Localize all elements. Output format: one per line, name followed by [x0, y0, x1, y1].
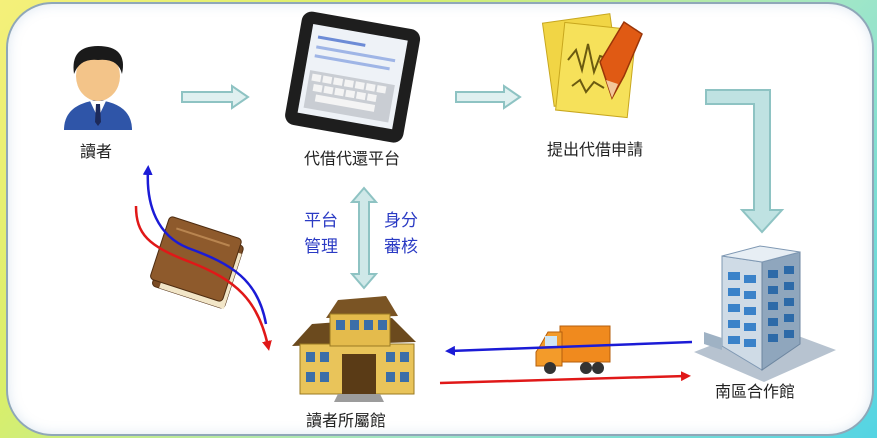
home-library-building-icon [292, 296, 416, 402]
flow-arrow-platform-to-apply [455, 84, 522, 110]
reader-person-icon [64, 46, 132, 130]
delivery-truck-icon [535, 325, 611, 374]
platform-management-label: 平台 管理 [304, 208, 338, 260]
return-to-reader-blue-arrow [142, 165, 268, 325]
identity-verification-line2: 審核 [384, 237, 418, 257]
platform-management-line1: 平台 [304, 211, 338, 231]
home-library-label: 讀者所屬館 [306, 411, 387, 430]
platform-management-line2: 管理 [304, 237, 338, 257]
south-library-label: 南區合作館 [715, 382, 796, 401]
apply-label: 提出代借申請 [547, 140, 644, 159]
reader-label: 讀者 [80, 142, 113, 161]
home-to-south-red-arrow [439, 371, 691, 385]
flow-arrow-apply-to-south [705, 89, 785, 234]
borrow-to-library-red-arrow [134, 205, 272, 351]
tablet-icon [285, 11, 421, 143]
flow-arrow-reader-to-platform [181, 84, 250, 110]
platform-label: 代借代還平台 [304, 149, 401, 168]
book-icon [150, 216, 244, 310]
application-notes-icon [541, 13, 643, 119]
south-to-home-blue-arrow [445, 340, 693, 356]
identity-verification-label: 身分 審核 [384, 208, 418, 260]
identity-verification-line1: 身分 [384, 211, 418, 231]
platform-verify-double-arrow [349, 186, 379, 290]
south-library-building-icon [694, 245, 836, 382]
